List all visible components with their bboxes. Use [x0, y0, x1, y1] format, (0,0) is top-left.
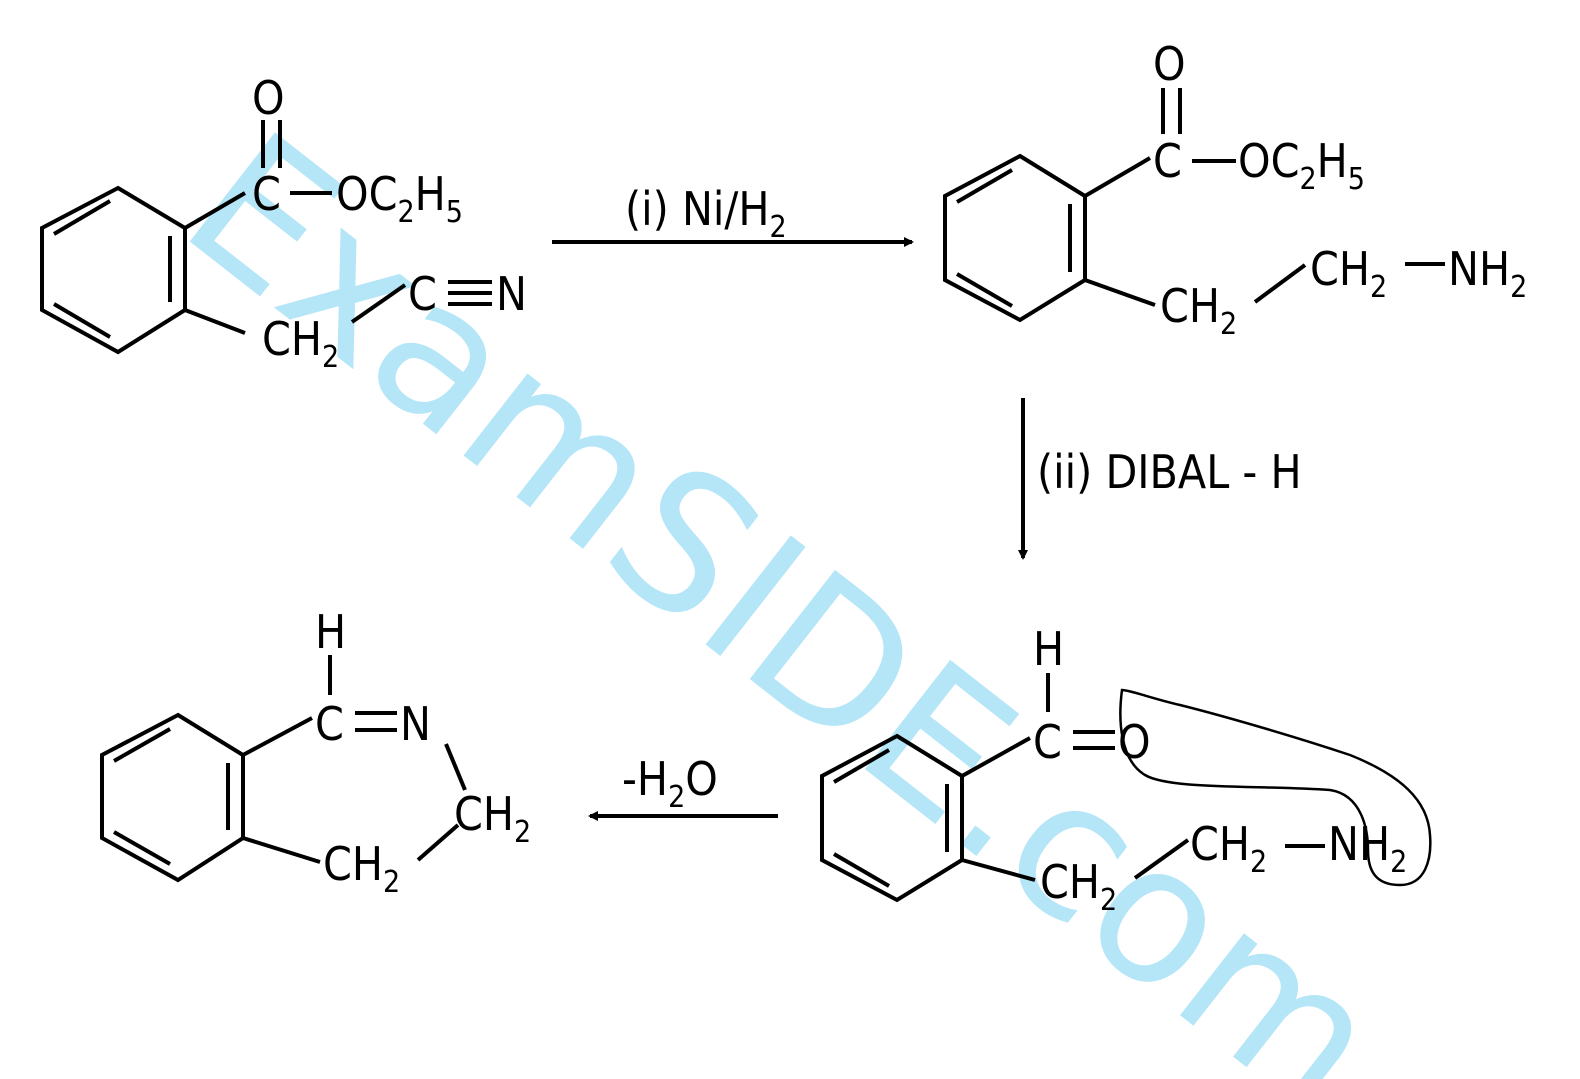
compound-start: O C OC2H5 CH2 C N — [40, 71, 527, 375]
svg-text:C: C — [1033, 715, 1062, 769]
reaction-arrow-step3: -H2O — [588, 752, 778, 821]
svg-text:(i) Ni/H2: (i) Ni/H2 — [625, 182, 787, 245]
svg-text:N: N — [400, 697, 431, 751]
reaction-arrow-step1: (i) Ni/H2 — [552, 182, 914, 247]
svg-text:CH2: CH2 — [1190, 817, 1267, 880]
svg-text:O: O — [1153, 37, 1186, 91]
svg-text:C: C — [315, 697, 344, 751]
svg-text:(ii) DIBAL - H: (ii) DIBAL - H — [1037, 445, 1302, 499]
svg-text:CH2: CH2 — [323, 837, 400, 900]
svg-text:OC2H5: OC2H5 — [1238, 134, 1365, 197]
svg-text:NH2: NH2 — [1328, 817, 1407, 880]
compound-imine: H C N CH2 CH2 — [100, 605, 531, 900]
svg-text:CH2: CH2 — [1040, 855, 1117, 918]
svg-text:CH2: CH2 — [262, 312, 339, 375]
svg-text:CH2: CH2 — [1310, 242, 1387, 305]
svg-text:-H2O: -H2O — [622, 752, 718, 815]
svg-text:OC2H5: OC2H5 — [336, 167, 463, 230]
svg-text:H: H — [1033, 622, 1064, 676]
svg-text:C: C — [252, 167, 281, 221]
svg-text:C: C — [1153, 134, 1182, 188]
compound-amine-ester: O C OC2H5 CH2 CH2 NH2 — [943, 37, 1527, 342]
water-loss-loop-icon — [1119, 688, 1432, 887]
svg-text:H: H — [315, 605, 346, 659]
benzene-ring-icon — [100, 712, 245, 883]
svg-text:CH2: CH2 — [1160, 279, 1237, 342]
benzene-ring-icon — [943, 153, 1087, 323]
reaction-arrow-step2: (ii) DIBAL - H — [1018, 398, 1302, 560]
compound-aldehyde: H C O CH2 CH2 NH2 — [820, 622, 1432, 918]
svg-text:CH2: CH2 — [454, 787, 531, 850]
svg-text:NH2: NH2 — [1448, 242, 1527, 305]
svg-text:C: C — [408, 267, 437, 321]
svg-text:N: N — [496, 267, 527, 321]
svg-text:O: O — [252, 71, 285, 125]
